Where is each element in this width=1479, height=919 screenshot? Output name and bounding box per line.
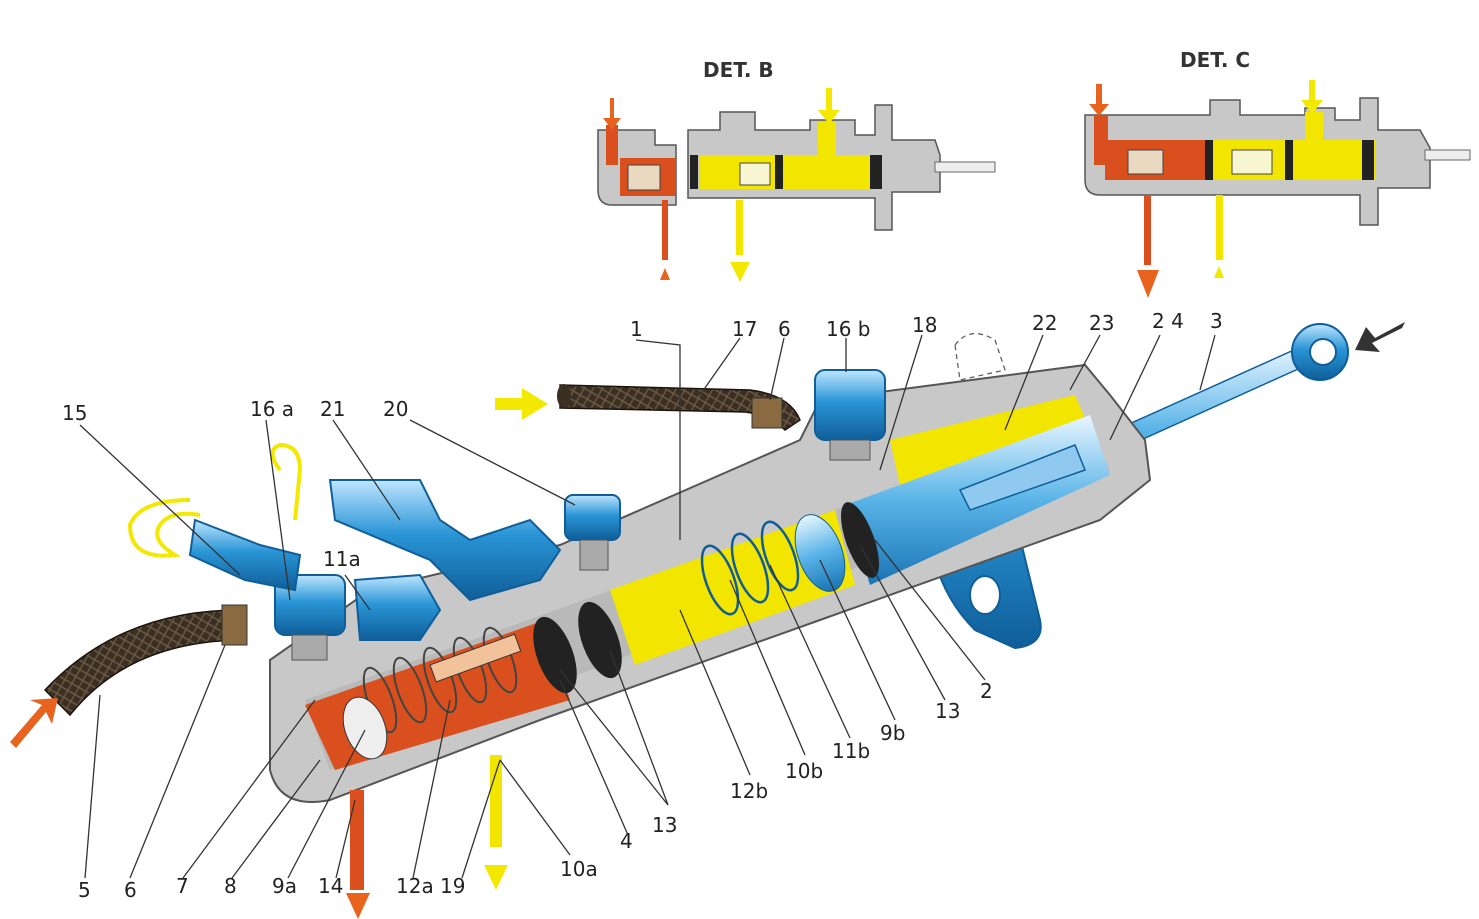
- label-7: 7: [176, 874, 189, 898]
- label-4: 4: [620, 829, 633, 853]
- hose-clamp-6-top: [751, 397, 783, 429]
- label-17: 17: [732, 317, 757, 341]
- detail-b-piston-1: [627, 164, 661, 191]
- flange-hole: [969, 575, 1001, 615]
- detail-c-inlet-yellow: [1305, 112, 1323, 142]
- brake-pipe-11a: [353, 573, 442, 641]
- detail-b-inlet-red: [606, 125, 618, 165]
- label-20: 20: [383, 397, 408, 421]
- detail-c-piston-1: [1127, 149, 1164, 175]
- label-3: 3: [1210, 309, 1223, 333]
- label-18: 18: [912, 313, 937, 337]
- brake-pipe-21: [328, 479, 562, 602]
- label-10a: 10a: [560, 857, 598, 881]
- label-5: 5: [78, 878, 91, 902]
- detail-c-title: DET. C: [1180, 48, 1250, 72]
- detail-b-outlet-red: [662, 200, 668, 260]
- label-16a: 16 a: [250, 397, 294, 421]
- rod-sleeve-2: [958, 444, 1086, 511]
- hose-5: [43, 609, 246, 717]
- label-11a: 11a: [323, 547, 361, 571]
- detail-c-seal-1: [1205, 140, 1213, 180]
- label-15: 15: [62, 401, 87, 425]
- detail-c-inlet-arrow-red: [1089, 84, 1109, 116]
- label-11b: 11b: [832, 739, 870, 763]
- inlet-arrow-hose-17: [495, 388, 548, 420]
- detail-c-outlet-yellow: [1216, 195, 1223, 260]
- label-16b: 16 b: [826, 317, 871, 341]
- detail-b-yellow-chamber: [700, 155, 880, 189]
- label-9a: 9a: [272, 874, 297, 898]
- outlet-arrow-14: [346, 893, 370, 919]
- detail-b-seal-2: [775, 155, 783, 189]
- leader-lines: [79, 334, 1216, 879]
- seal-13-a: [533, 616, 577, 694]
- label-19: 19: [440, 874, 465, 898]
- detail-b-piston-2: [739, 162, 771, 186]
- brake-pipe-15: [188, 518, 302, 592]
- secondary-chamber-yellow: [610, 510, 855, 665]
- detail-b-seal-3: [870, 155, 882, 189]
- label-21: 21: [320, 397, 345, 421]
- label-6-top: 6: [778, 317, 791, 341]
- detail-b-title: DET. B: [703, 58, 774, 82]
- primary-piston-rod: [429, 633, 522, 683]
- detail-b-inlet-yellow: [818, 122, 836, 157]
- yellow-loop-15: [127, 498, 201, 558]
- inlet-arrow-hose-5: [10, 698, 58, 748]
- detail-c-seal-3: [1362, 140, 1374, 180]
- detail-c-inlet-red: [1094, 115, 1108, 165]
- detail-c-inlet-arrow-yellow: [1301, 80, 1323, 114]
- bolt-20: [564, 494, 621, 571]
- label-13-center: 13: [652, 813, 677, 837]
- detail-b-inlet-arrow-yellow: [818, 88, 840, 124]
- outlet-pipe-14: [350, 790, 364, 890]
- pushrod-force-arrow: [1355, 322, 1405, 352]
- detail-c: DET. C: [1084, 48, 1471, 298]
- label-14: 14: [318, 874, 343, 898]
- primary-piston-9a: [342, 696, 388, 760]
- label-13-right: 13: [935, 699, 960, 723]
- union-16b: [814, 369, 886, 461]
- detail-c-outlet-red: [1144, 195, 1151, 265]
- label-8: 8: [224, 874, 237, 898]
- outlet-pipe-19: [490, 755, 502, 847]
- label-6-bottom: 6: [124, 878, 137, 902]
- yellow-loop-16a: [270, 442, 303, 521]
- detail-b: DET. B: [597, 58, 996, 282]
- part-labels: 1 17 6 16 b 18 22 23 2 4 3 15 16 a 21 20…: [62, 309, 1223, 902]
- detail-c-outlet-arrow-red: [1137, 270, 1159, 298]
- label-24: 2 4: [1152, 309, 1184, 333]
- label-2: 2: [980, 679, 993, 703]
- detail-c-pushrod: [1424, 149, 1471, 161]
- seal-13-c: [841, 502, 879, 578]
- reservoir-chamber-yellow: [890, 395, 1090, 485]
- seal-13-b: [578, 601, 622, 679]
- label-23: 23: [1089, 311, 1114, 335]
- hose-17-end: [557, 384, 571, 408]
- label-10b: 10b: [785, 759, 823, 783]
- detail-b-inlet-arrow-red: [603, 98, 621, 130]
- label-1: 1: [630, 317, 643, 341]
- detail-b-seal-1: [690, 155, 698, 189]
- detail-c-piston-2: [1231, 149, 1273, 175]
- detail-b-outlet-arrow-yellow: [730, 262, 750, 282]
- hose-clamp-6: [221, 604, 248, 646]
- label-12b: 12b: [730, 779, 768, 803]
- label-12a: 12a: [396, 874, 434, 898]
- flange-ghost-outline: [954, 333, 1006, 381]
- outlet-arrow-19: [484, 865, 508, 890]
- label-22: 22: [1032, 311, 1057, 335]
- detail-c-drop-yellow: [1214, 266, 1224, 278]
- detail-c-seal-2: [1285, 140, 1293, 180]
- secondary-spring: [700, 520, 800, 616]
- detail-b-outlet-yellow: [736, 200, 743, 255]
- detail-b-pushrod: [934, 161, 996, 173]
- label-9b: 9b: [880, 721, 905, 745]
- main-assembly: [10, 322, 1405, 919]
- detail-b-drop-red: [660, 268, 670, 280]
- pushrod-eye-hole: [1309, 338, 1337, 366]
